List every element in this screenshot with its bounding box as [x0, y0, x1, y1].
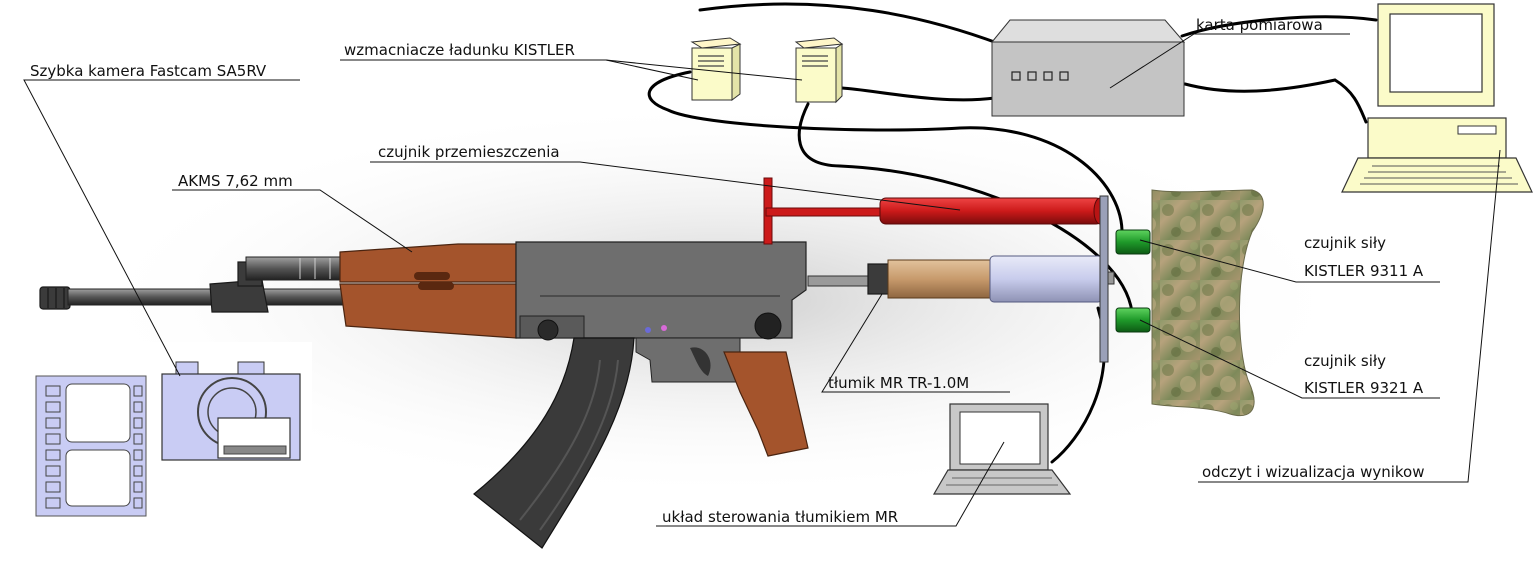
camera-body: [161, 361, 301, 461]
displacement-sensor: [879, 197, 1103, 225]
akms-rifle: [39, 177, 887, 549]
pistol-grip: [723, 351, 809, 457]
gas-tube: [245, 256, 347, 281]
label-force-sensor-1-line1: czujnik siły: [1304, 234, 1386, 252]
pin-blue: [645, 327, 651, 333]
amplifier-1: [690, 37, 742, 101]
sensor-mount-arm: [765, 207, 887, 217]
leader-results: [1198, 149, 1501, 483]
damper-cylinder: [989, 255, 1103, 303]
pin-pink: [661, 325, 667, 331]
takedown-pin: [754, 312, 782, 340]
desktop-computer: [1341, 3, 1533, 193]
cable-daq-to-amp2: [840, 86, 997, 102]
leader-camera: [23, 79, 300, 377]
laptop: [932, 403, 1072, 495]
mounting-plate: [1099, 195, 1109, 363]
label-force-sensor-2-line2: KISTLER 9321 A: [1304, 379, 1424, 397]
leader-lines: [23, 33, 1501, 527]
label-force-sensor-1-line2: KISTLER 9311 A: [1304, 262, 1424, 280]
stock-rod: [807, 275, 871, 287]
mr-damper: [867, 255, 1115, 303]
charge-amplifiers: [690, 37, 844, 104]
handguard-vent-2: [418, 282, 454, 290]
leader-daq: [1109, 33, 1350, 89]
label-results: odczyt i wizualizacja wynikow: [1202, 463, 1424, 481]
high-speed-camera: [22, 342, 312, 517]
label-amplifiers: wzmacniacze ładunku KISTLER: [344, 41, 575, 59]
leader-damper: [821, 293, 1010, 393]
force-sensor-9321a: [1115, 307, 1151, 333]
label-camera: Szybka kamera Fastcam SA5RV: [30, 62, 267, 80]
amplifier-2: [794, 37, 844, 104]
muzzle-device: [39, 286, 71, 310]
label-damper-control: układ sterowania tłumikiem MR: [662, 508, 898, 526]
trigger-guard: [635, 337, 741, 383]
label-displacement-sensor: czujnik przemieszczenia: [378, 143, 560, 161]
barrel: [67, 288, 349, 306]
cable-daq-top-to-pc: [1180, 15, 1378, 38]
leader-rifle: [172, 189, 413, 253]
leader-force-sensor-1: [1139, 239, 1440, 283]
leader-displacement-sensor: [370, 161, 961, 211]
receiver: [515, 241, 807, 339]
label-daq-card: karta pomiarowa: [1196, 16, 1323, 34]
label-rifle: AKMS 7,62 mm: [178, 172, 293, 190]
label-damper: tłumik MR TR-1.0M: [828, 374, 969, 392]
leader-amplifier-2: [605, 59, 803, 81]
film-strip: [35, 375, 147, 517]
leader-force-sensor-2: [1139, 319, 1440, 399]
damper-rod-housing: [887, 259, 993, 299]
butt-pad: [1151, 189, 1264, 417]
labels: Szybka kamera Fastcam SA5RV wzmacniacze …: [30, 16, 1424, 526]
cable-amp-to-daq: [698, 2, 1002, 46]
handguard-vent-1: [414, 272, 450, 280]
selector-pin: [537, 319, 559, 341]
daq-card-box: [990, 19, 1186, 117]
trigger: [690, 347, 711, 376]
cable-daq-to-pc: [1183, 78, 1368, 124]
cable-amp1-to-sensor1: [647, 70, 1124, 232]
leader-damper-control: [656, 441, 1005, 527]
force-sensor-9311a: [1115, 229, 1151, 255]
label-force-sensor-2-line1: czujnik siły: [1304, 352, 1386, 370]
leader-amplifier-1: [340, 59, 699, 81]
